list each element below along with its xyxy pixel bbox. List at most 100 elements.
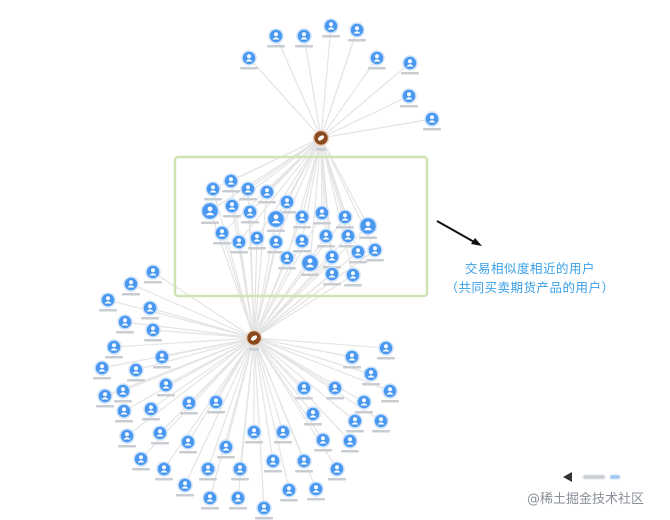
user-icon [104,296,112,304]
user-node[interactable] [151,425,169,445]
user-node[interactable] [229,490,247,510]
user-node[interactable] [266,209,286,233]
user-node[interactable] [343,349,361,369]
user-node[interactable] [322,18,340,38]
user-node[interactable] [132,451,150,471]
user-node[interactable] [278,194,296,214]
user-node[interactable] [400,88,418,108]
user-node[interactable] [293,233,311,253]
user-node[interactable] [323,249,341,269]
user-icon [269,457,277,465]
user-node[interactable] [248,230,266,250]
user-node[interactable] [204,181,222,201]
user-node[interactable] [96,388,114,408]
edge [135,337,255,371]
user-node[interactable] [223,198,241,218]
user-node[interactable] [240,50,258,70]
user-node[interactable] [366,242,384,262]
user-node[interactable] [346,413,364,433]
user-node[interactable] [317,228,335,248]
user-node[interactable] [99,292,117,312]
user-node[interactable] [423,111,441,131]
user-node[interactable] [114,383,132,403]
user-node[interactable] [176,477,194,497]
user-node[interactable] [201,490,219,510]
user-node[interactable] [217,439,235,459]
user-icon [271,214,281,224]
user-icon [227,177,235,185]
user-node[interactable] [230,234,248,254]
user-node[interactable] [179,434,197,454]
user-node[interactable] [358,216,378,240]
user-icon [363,221,373,231]
user-node[interactable] [401,55,419,75]
user-node[interactable] [258,184,276,204]
user-node[interactable] [349,244,367,264]
user-node[interactable] [355,394,373,414]
user-node[interactable] [180,395,198,415]
user-node[interactable] [280,482,298,502]
user-node[interactable] [344,267,362,287]
user-icon [377,417,385,425]
user-node[interactable] [267,234,285,254]
user-node[interactable] [264,453,282,473]
user-node[interactable] [141,300,159,320]
user-node[interactable] [200,201,220,225]
hub-node[interactable] [245,329,263,351]
user-node[interactable] [231,461,249,481]
user-node[interactable] [241,204,259,224]
user-node[interactable] [105,339,123,359]
user-node[interactable] [381,383,399,403]
user-node[interactable] [295,453,313,473]
user-node[interactable] [127,362,145,382]
user-node[interactable] [377,340,395,360]
user-node[interactable] [278,250,296,270]
user-node[interactable] [293,209,311,229]
arrow-left-icon[interactable] [563,472,572,482]
user-node[interactable] [328,461,346,481]
user-node[interactable] [115,403,133,423]
user-node[interactable] [323,266,341,286]
user-node[interactable] [142,401,160,421]
edge [123,337,255,412]
edge [253,212,323,339]
user-node[interactable] [153,349,171,369]
user-node[interactable] [144,322,162,342]
user-node[interactable] [239,181,257,201]
user-node[interactable] [336,209,354,229]
user-node[interactable] [122,276,140,296]
user-node[interactable] [144,264,162,284]
user-node[interactable] [295,380,313,400]
user-node[interactable] [222,173,240,193]
user-node[interactable] [339,228,357,248]
user-node[interactable] [155,461,173,481]
user-node[interactable] [267,28,285,48]
user-node[interactable] [255,500,273,520]
user-node[interactable] [118,428,136,448]
user-node[interactable] [372,413,390,433]
user-node[interactable] [368,50,386,70]
node-label [278,267,296,270]
hub-node[interactable] [312,129,330,151]
user-node[interactable] [207,394,225,414]
user-node[interactable] [93,360,111,380]
user-node[interactable] [341,433,359,453]
user-node[interactable] [213,225,231,245]
edge [152,329,255,339]
user-node[interactable] [326,380,344,400]
user-node[interactable] [157,377,175,397]
user-node[interactable] [348,22,366,42]
user-node[interactable] [313,205,331,225]
user-node[interactable] [295,28,313,48]
user-node[interactable] [199,461,217,481]
user-node[interactable] [300,253,320,277]
user-node[interactable] [245,424,263,444]
user-node[interactable] [307,481,325,501]
user-node[interactable] [274,424,292,444]
user-node[interactable] [304,406,322,426]
user-node[interactable] [362,366,380,386]
user-node[interactable] [314,432,332,452]
user-node[interactable] [116,314,134,334]
